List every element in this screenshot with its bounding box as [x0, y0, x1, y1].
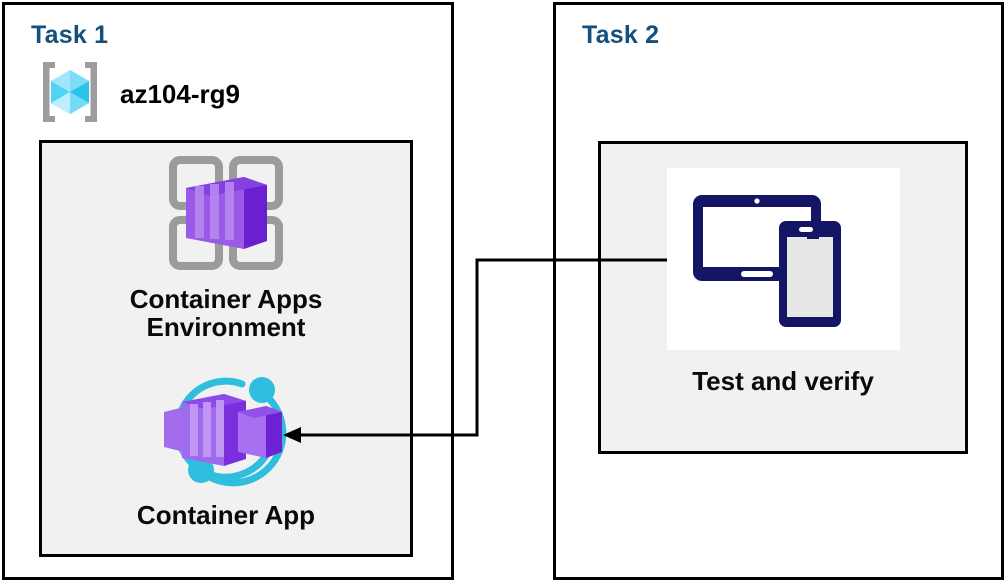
container-apps-environment-label: Container Apps Environment	[129, 284, 323, 343]
task-2-heading: Task 2	[582, 21, 660, 49]
test-icon-panel	[666, 168, 900, 350]
azure-resource-group-icon	[34, 56, 106, 133]
container-apps-environment-block: Container Apps Environment	[39, 152, 413, 341]
resource-group-row: az104-rg9	[34, 56, 240, 133]
test-devices-icon	[683, 177, 883, 342]
resource-group-name: az104-rg9	[120, 79, 240, 109]
test-and-verify-label: Test and verify	[692, 366, 874, 396]
container-app-icon	[146, 368, 306, 495]
container-app-block: Container App	[39, 368, 413, 529]
container-apps-environment-icon	[151, 152, 301, 279]
task-1-heading: Task 1	[31, 21, 109, 49]
test-and-verify-block: Test and verify	[598, 168, 968, 397]
container-app-label: Container App	[136, 500, 316, 530]
